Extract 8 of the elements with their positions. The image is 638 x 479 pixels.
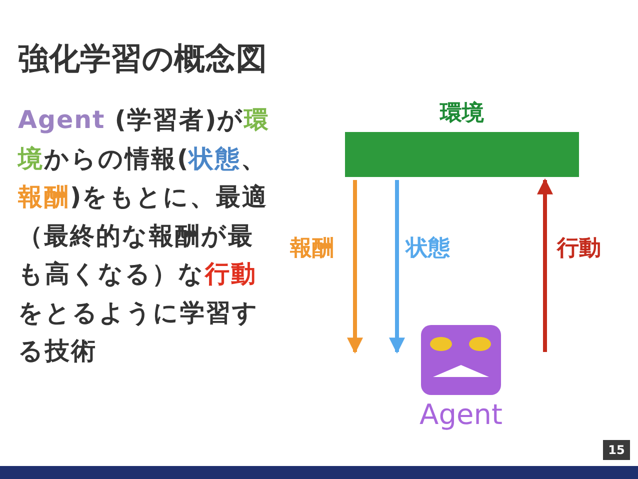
- arrow: [347, 180, 363, 354]
- arrow: [537, 178, 553, 352]
- page-number: 15: [603, 440, 630, 460]
- description-paragraph: Agent (学習者)が環境からの情報(状態、報酬)をもとに、最適（最終的な報酬が最も高くなる）な行動をとるように学習する技術: [18, 104, 272, 367]
- arrow: [389, 180, 405, 354]
- node-label: Agent: [418, 397, 504, 433]
- slide-title: 強化学習の概念図: [18, 40, 267, 79]
- node-heading: 環境: [438, 100, 485, 128]
